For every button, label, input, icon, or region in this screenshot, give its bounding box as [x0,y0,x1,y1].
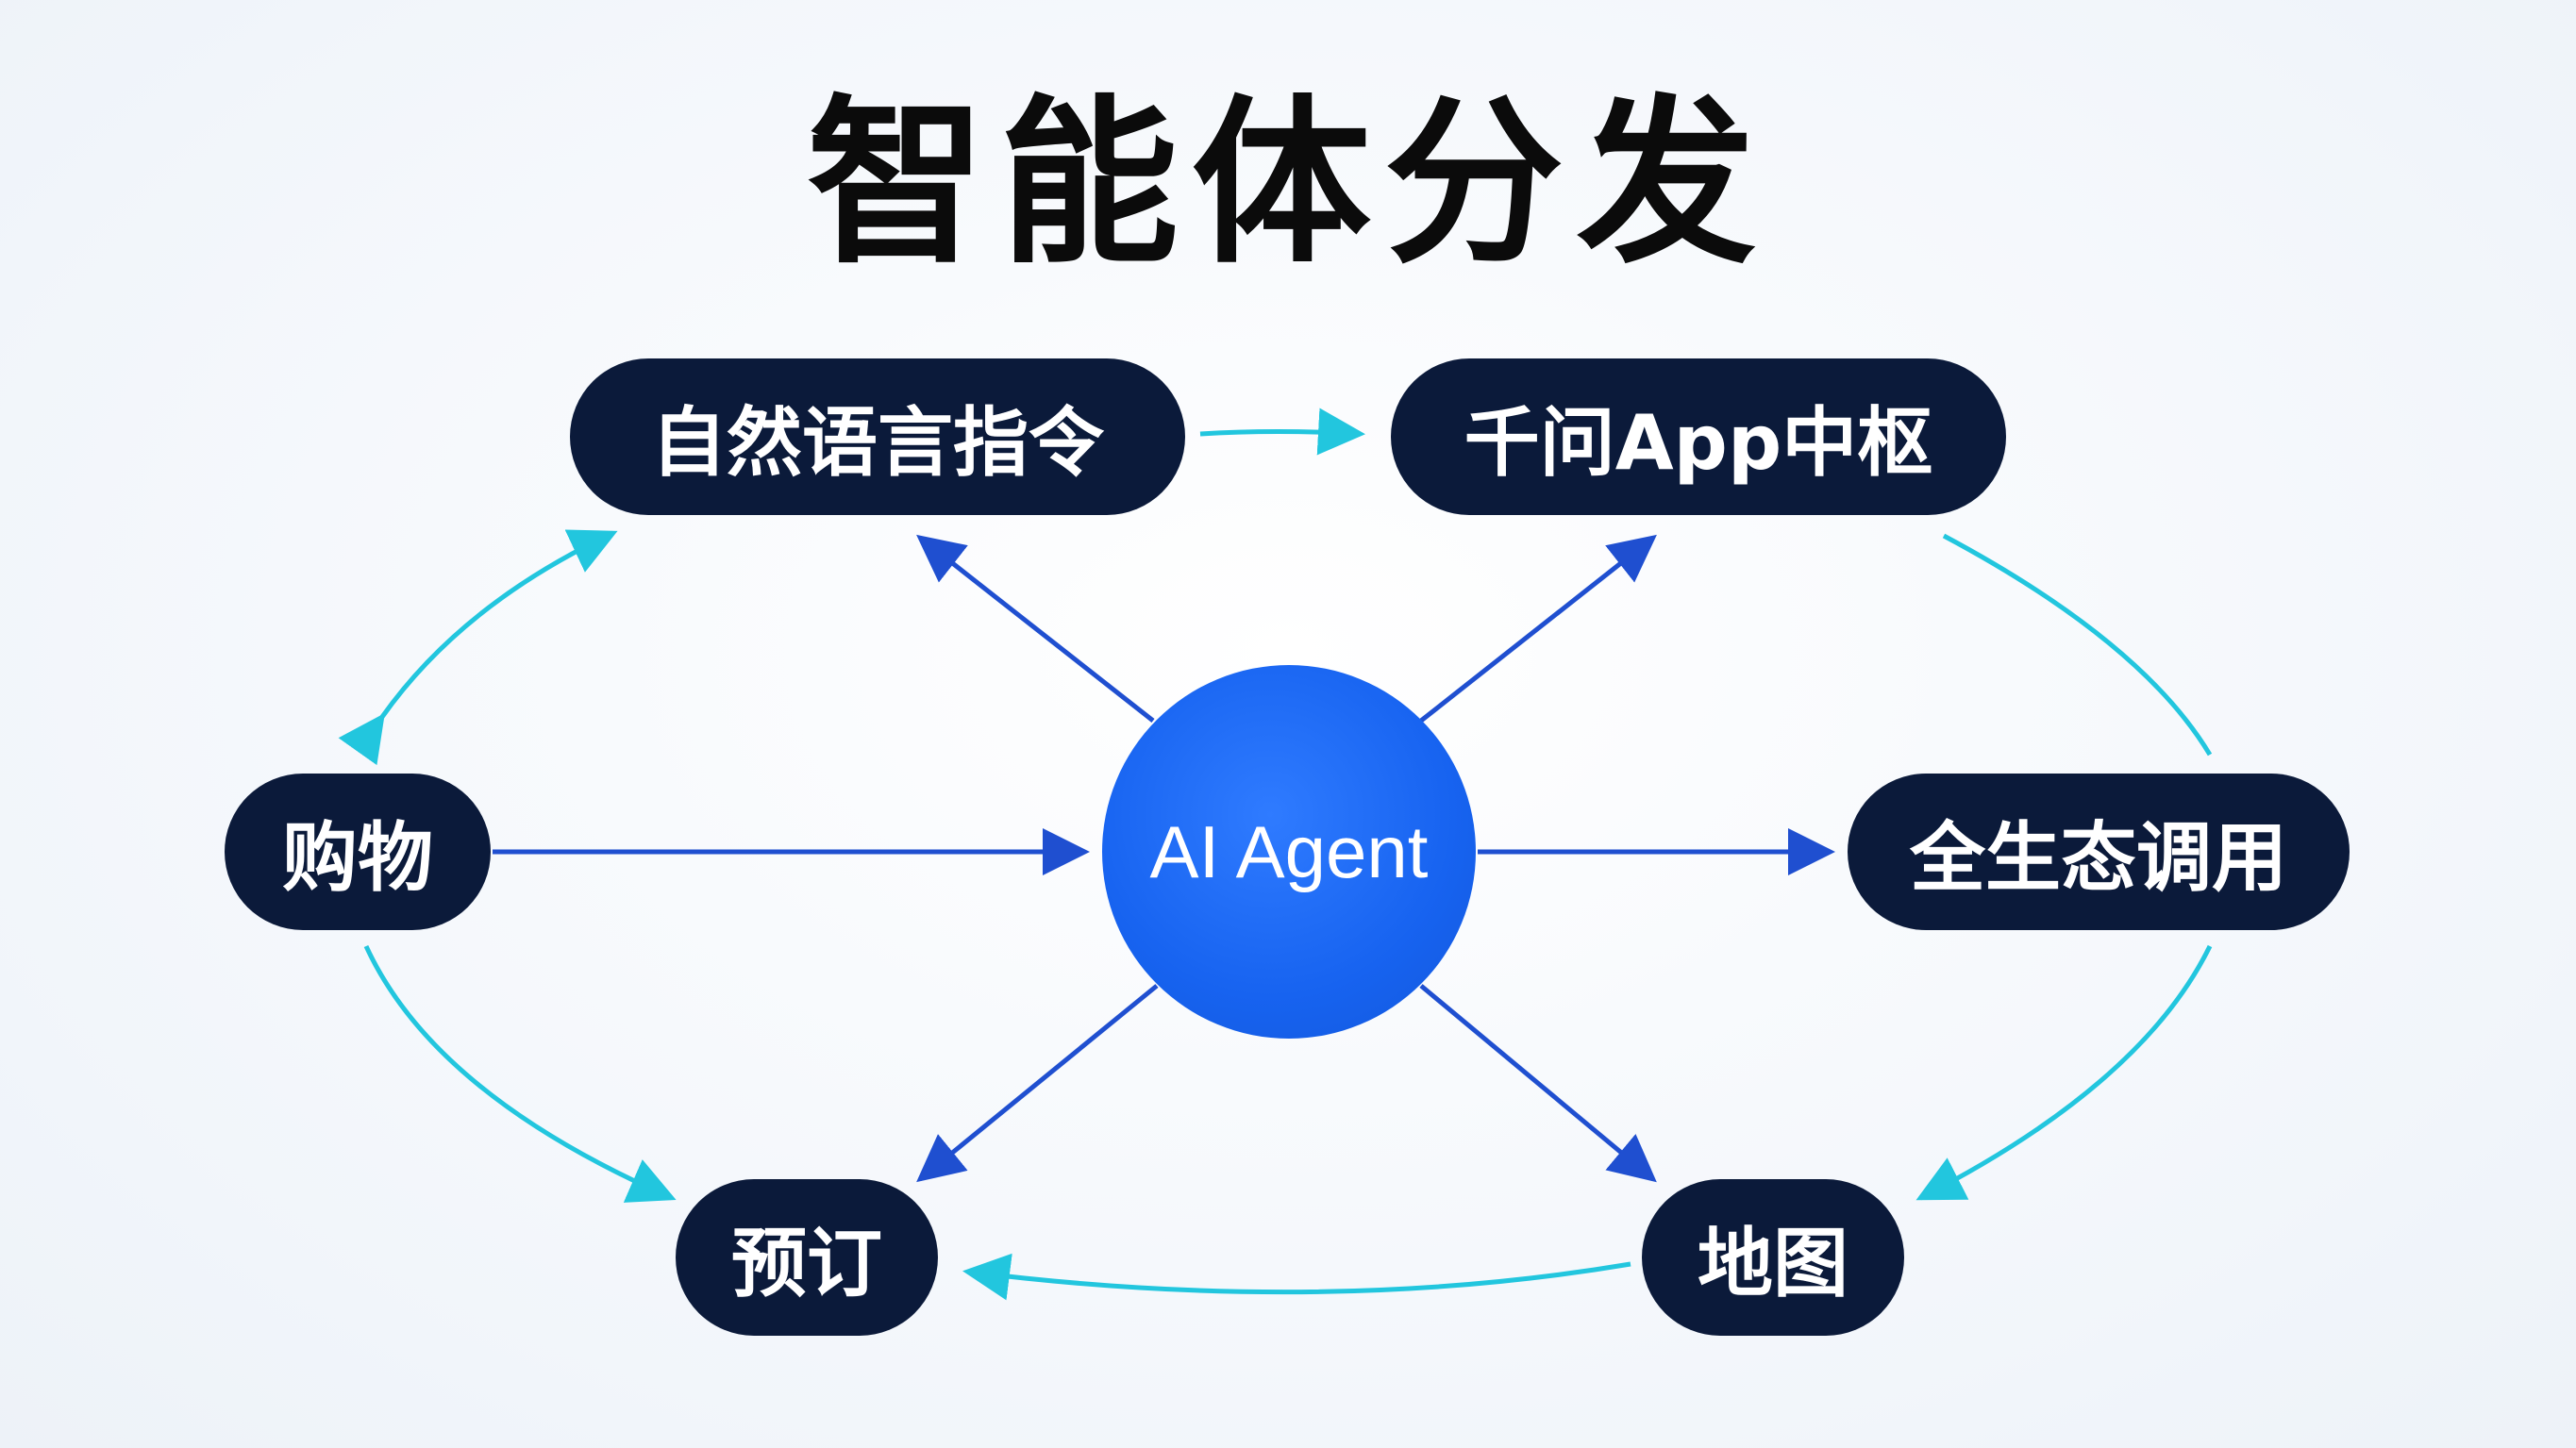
node-full-ecosystem: 全生态调用 [1848,774,2350,930]
node-natural-language: 自然语言指令 [570,358,1185,515]
node-qianwen-hub: 千问App中枢 [1391,358,2006,515]
hub-ai-agent: AI Agent [1102,665,1476,1039]
arrow-hub-to-natural-language [916,534,1155,723]
node-map: 地图 [1642,1179,1904,1336]
arrow-natural-language-to-qianwen [1199,408,1365,456]
arrow-shopping-natural-language [338,529,618,766]
node-shopping: 购物 [225,774,491,930]
arrow-hub-to-qianwen [1419,534,1657,723]
page-title: 智能体分发 [806,79,1769,288]
arrow-map-to-booking [962,1253,1631,1301]
node-booking: 预订 [676,1179,938,1336]
arrow-shopping-to-booking [363,944,677,1203]
arrow-ecosystem-to-map [1915,944,2213,1201]
arrow-hub-to-map [1419,984,1657,1183]
arrow-qianwen-to-ecosystem [1942,533,2213,757]
arrow-hub-to-booking [916,984,1159,1183]
